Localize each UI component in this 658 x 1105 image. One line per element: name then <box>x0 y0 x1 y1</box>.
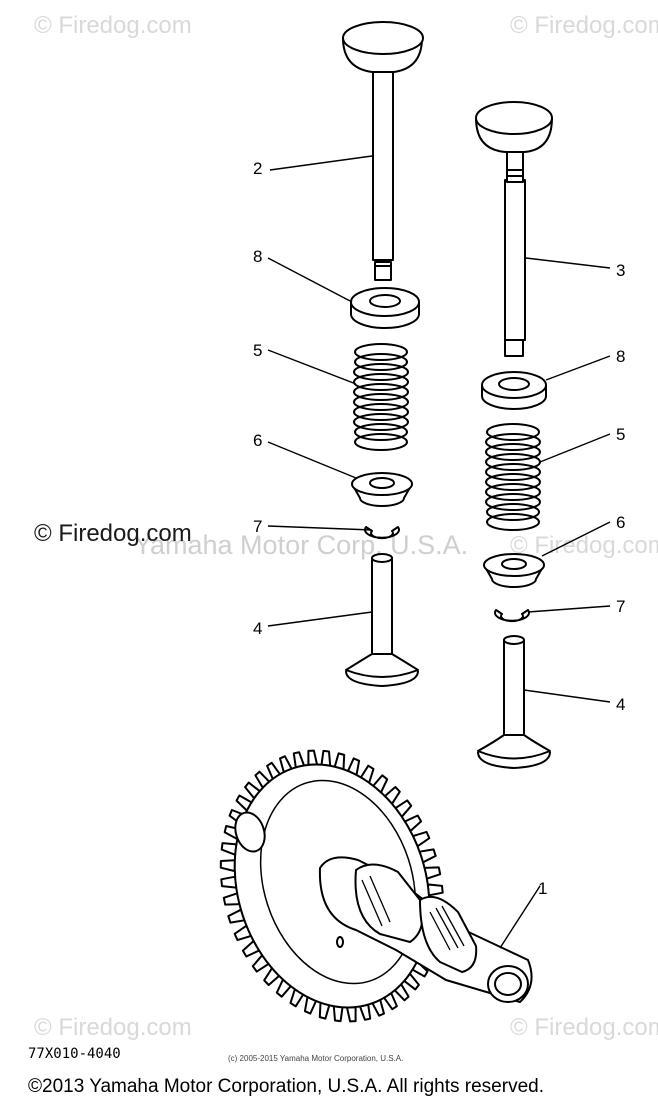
part-8-washer-right <box>481 371 547 410</box>
watermark-top-right: © Firedog.com <box>510 12 658 39</box>
watermark-bottom-left: © Firedog.com <box>34 1014 192 1041</box>
part-6-retainer-left <box>351 472 413 507</box>
part-4-valve-left <box>345 553 419 687</box>
gear-tooth <box>332 1005 344 1023</box>
callout-4-right: 4 <box>616 695 625 714</box>
gear-tooth <box>346 1006 357 1023</box>
gear-tooth <box>220 875 238 889</box>
part-5-spring-right <box>485 423 541 531</box>
part-5-spring-left <box>353 343 409 451</box>
part-8-washer-left <box>350 287 420 329</box>
part-1-camshaft <box>219 749 533 1023</box>
part-7-cotter-left <box>364 526 400 540</box>
watermark-bottom-right: © Firedog.com <box>510 1014 658 1041</box>
watermark-mid-right: © Firedog.com <box>510 532 658 559</box>
gear-tooth <box>426 883 444 897</box>
callout-2: 2 <box>253 159 262 178</box>
callout-7-left: 7 <box>253 517 262 536</box>
watermark-mid-left: © Firedog.com <box>34 520 192 547</box>
part-6-retainer-right <box>483 553 545 588</box>
part-7-cotter-right <box>494 609 530 623</box>
callout-3: 3 <box>616 261 625 280</box>
callout-4-left: 4 <box>253 619 262 638</box>
callout-6-left: 6 <box>253 431 262 450</box>
gear-tooth <box>307 749 318 766</box>
callout-7-right: 7 <box>616 597 625 616</box>
callout-8-right: 8 <box>616 347 625 366</box>
callout-5-right: 5 <box>616 425 625 444</box>
leader-lines <box>267 155 611 949</box>
part-4-valve-right <box>477 635 551 769</box>
callout-8-left: 8 <box>253 247 262 266</box>
gear-tooth <box>320 749 332 767</box>
gear-tooth <box>219 859 236 873</box>
gear-tooth <box>220 842 238 856</box>
callout-1: 1 <box>538 879 547 898</box>
diagram-code: 77X010-4040 <box>28 1046 121 1062</box>
part-2-valve-left <box>342 21 424 281</box>
watermark-center: Yamaha Motor Corp, U.S.A. <box>134 530 469 560</box>
part-3-valve-right <box>475 101 553 357</box>
callout-5-left: 5 <box>253 341 262 360</box>
watermark-top-left: © Firedog.com <box>34 12 192 39</box>
small-copyright: (c) 2005-2015 Yamaha Motor Corporation, … <box>228 1054 404 1063</box>
footer-copyright: ©2013 Yamaha Motor Corporation, U.S.A. A… <box>28 1076 544 1097</box>
callout-6-right: 6 <box>616 513 625 532</box>
